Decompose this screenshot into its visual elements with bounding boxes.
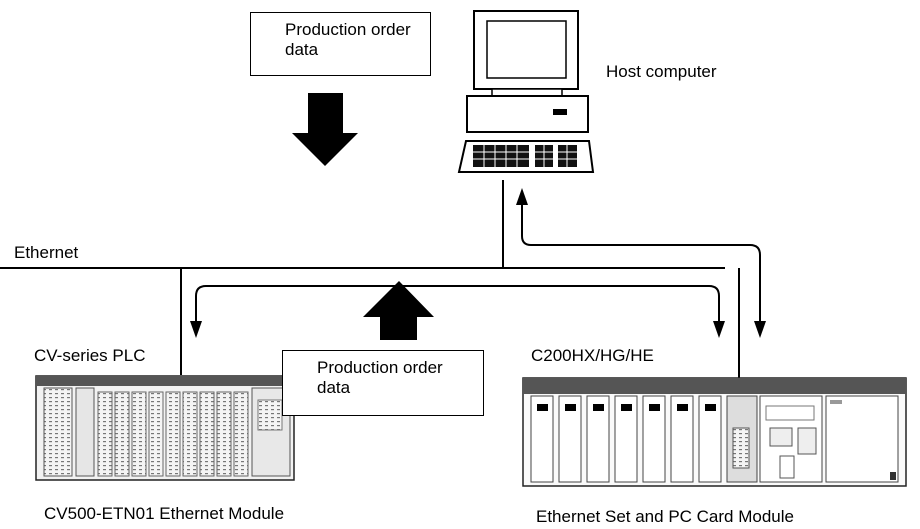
host-computer-label: Host computer	[606, 62, 717, 81]
host-computer-icon	[457, 10, 595, 173]
top-callout-line1: Production order	[285, 20, 411, 39]
ethernet-label: Ethernet	[14, 243, 79, 262]
cv500-etn01-module-label: CV500-ETN01 Ethernet Module	[44, 504, 285, 523]
c200-plc-rack	[522, 377, 907, 487]
top-callout-line2: data	[285, 40, 319, 59]
arrowhead-c200-left-down	[713, 321, 725, 338]
big-up-arrow	[363, 281, 434, 340]
flow-arrow-c200-to-host	[521, 205, 761, 330]
arrowhead-c200-down	[754, 321, 766, 338]
arrowhead-host-up	[516, 188, 528, 205]
cv-series-plc-label: CV-series PLC	[34, 346, 146, 365]
ethernet-set-pc-card-module-label: Ethernet Set and PC Card Module	[536, 507, 794, 526]
bottom-callout-line1: Production order	[317, 358, 443, 377]
bottom-order-data-callout: Production order data	[282, 350, 484, 416]
cv-plc-rack	[35, 375, 295, 481]
c200-plc-label: C200HX/HG/HE	[531, 346, 654, 365]
arrowhead-cv-down	[190, 321, 202, 338]
top-order-data-callout: Production order data	[250, 12, 431, 76]
flow-arrow-cv-to-c200	[195, 285, 720, 328]
big-down-arrow	[292, 93, 358, 166]
bottom-callout-line2: data	[317, 378, 351, 397]
